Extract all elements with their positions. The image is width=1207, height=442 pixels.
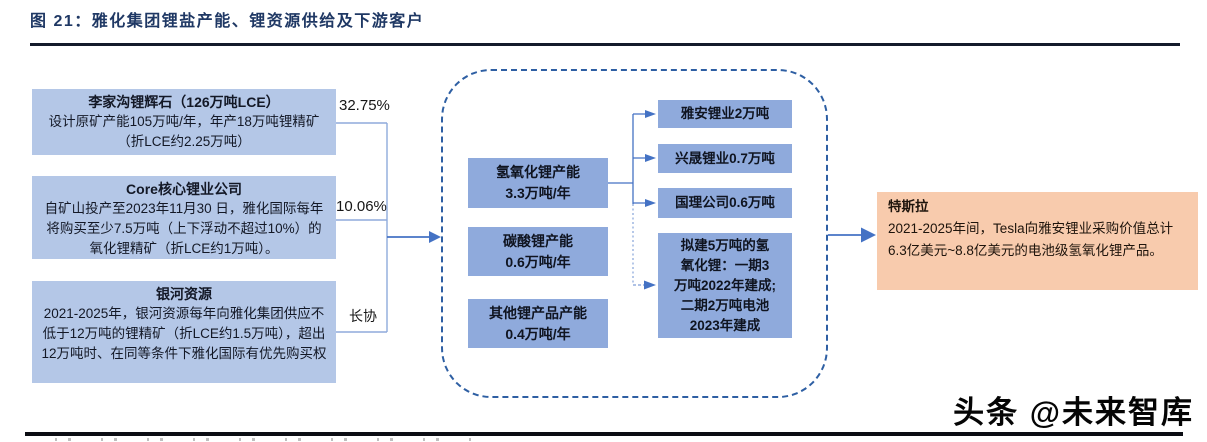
- planned-line: 拟建5万吨的氢: [680, 237, 770, 253]
- supplier-box-lijiagou: 李家沟锂辉石（126万吨LCE） 设计原矿产能105万吨/年，年产18万吨锂精矿…: [32, 89, 336, 155]
- subsidiary-label: 国理公司0.6万吨: [675, 195, 775, 210]
- subsidiary-box-guoli: 国理公司0.6万吨: [658, 188, 792, 218]
- supplier-title: Core核心锂业公司: [126, 181, 242, 197]
- supply-share-label: 10.06%: [336, 198, 387, 215]
- clipped-footnote-text: [55, 438, 475, 441]
- long-term-contract-label: 长协: [349, 308, 377, 324]
- supplier-body: 2021-2025年，银河资源每年向雅化集团供应不低于12万吨的锂精矿（折LCE…: [41, 306, 327, 361]
- planned-capacity-box: 拟建5万吨的氢 氧化锂：一期3 万吨2022年建成; 二期2万吨电池 2023年…: [658, 233, 792, 338]
- supplier-body: 设计原矿产能105万吨/年，年产18万吨锂精矿（折LCE约2.25万吨）: [48, 114, 320, 149]
- supplier-box-galaxy: 银河资源 2021-2025年，银河资源每年向雅化集团供应不低于12万吨的锂精矿…: [32, 281, 336, 383]
- capacity-box-li2co3: 碳酸锂产能 0.6万吨/年: [468, 227, 608, 276]
- capacity-name: 氢氧化锂产能: [496, 164, 580, 180]
- planned-line: 万吨2022年建成;: [673, 277, 777, 293]
- customer-box-tesla: 特斯拉 2021-2025年间，Tesla向雅安锂业采购价值总计6.3亿美元~8…: [877, 192, 1198, 290]
- figure-title: 图 21：雅化集团锂盐产能、锂资源供给及下游客户: [30, 13, 425, 30]
- capacity-name: 碳酸锂产能: [503, 232, 573, 249]
- capacity-value: 0.4万吨/年: [505, 325, 571, 342]
- capacity-value: 0.6万吨/年: [505, 253, 571, 270]
- planned-line: 二期2万吨电池: [680, 297, 770, 313]
- bottom-rule: [25, 432, 1183, 436]
- capacity-box-other: 其他锂产品产能 0.4万吨/年: [468, 299, 608, 348]
- supplier-bracket-line: [336, 122, 388, 333]
- supplier-box-core: Core核心锂业公司 自矿山投产至2023年11月30 日，雅化国际每年将购买至…: [32, 176, 336, 259]
- customer-body: 2021-2025年间，Tesla向雅安锂业采购价值总计6.3亿美元~8.8亿美…: [888, 221, 1174, 258]
- supplier-title: 李家沟锂辉石（126万吨LCE）: [88, 94, 280, 110]
- capacity-value: 3.3万吨/年: [505, 185, 571, 201]
- subsidiary-box-yaan: 雅安锂业2万吨: [658, 100, 792, 128]
- watermark: 头条 @未来智库: [953, 395, 1194, 430]
- yahua-group-dashed-boundary: [441, 69, 828, 398]
- capacity-name: 其他锂产品产能: [489, 304, 587, 321]
- subsidiary-box-xingsheng: 兴晟锂业0.7万吨: [658, 144, 792, 173]
- tesla-arrow-head: [861, 227, 876, 243]
- supplier-title: 银河资源: [156, 286, 212, 302]
- planned-line: 氧化锂：一期3: [680, 257, 770, 273]
- subsidiary-label: 兴晟锂业0.7万吨: [675, 150, 775, 166]
- customer-title: 特斯拉: [888, 199, 929, 214]
- supply-arrow-head: [429, 231, 441, 243]
- subsidiary-label: 雅安锂业2万吨: [680, 106, 770, 121]
- planned-line: 2023年建成: [689, 317, 761, 333]
- title-rule: [30, 43, 1180, 46]
- capacity-box-lioh: 氢氧化锂产能 3.3万吨/年: [468, 158, 608, 208]
- supplier-body: 自矿山投产至2023年11月30 日，雅化国际每年将购买至少7.5万吨（上下浮动…: [44, 201, 324, 256]
- supply-share-label: 32.75%: [339, 97, 390, 114]
